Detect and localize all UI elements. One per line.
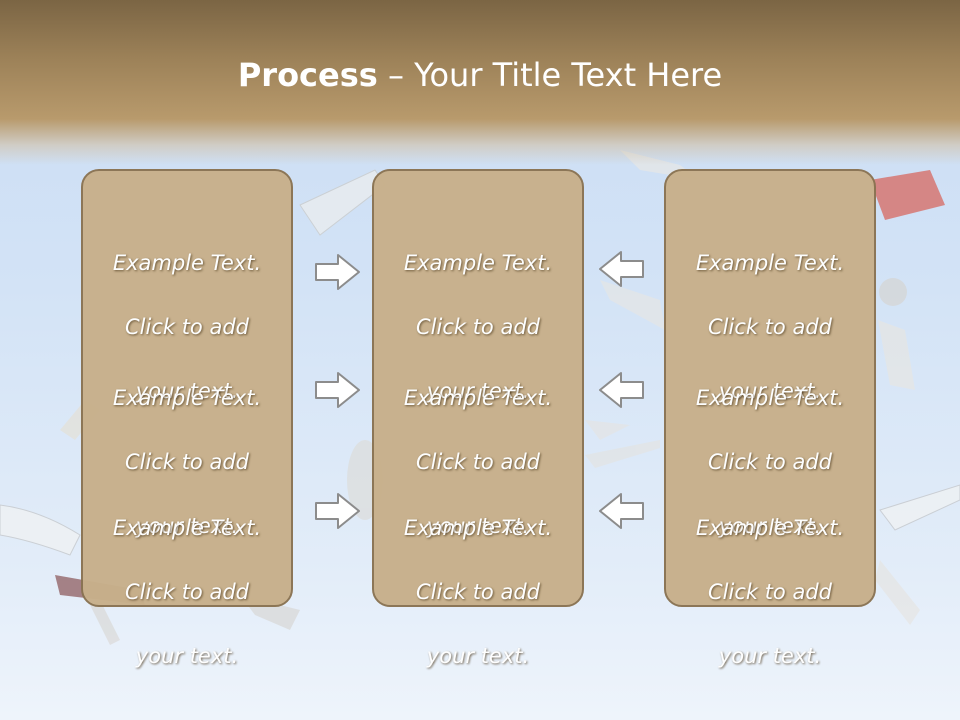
text-line: Example Text. — [695, 386, 845, 410]
text-placeholder[interactable]: Example Text. Click to add your text. — [666, 480, 874, 704]
text-line: Click to add — [415, 450, 540, 474]
text-line: Click to add — [124, 315, 249, 339]
text-line: Click to add — [415, 580, 540, 604]
left-arrow-icon[interactable] — [597, 249, 645, 289]
text-line: Example Text. — [403, 386, 553, 410]
text-line: your text. — [426, 514, 530, 538]
text-placeholder[interactable]: Example Text. Click to add your text. — [83, 480, 291, 704]
text-line: Example Text. — [112, 251, 262, 275]
slide-title[interactable]: Process – Your Title Text Here — [0, 54, 960, 96]
text-line: Click to add — [124, 580, 249, 604]
text-line: Example Text. — [403, 251, 553, 275]
text-line: Click to add — [415, 315, 540, 339]
text-placeholder[interactable]: Example Text. Click to add your text. — [666, 350, 874, 574]
text-placeholder[interactable]: Example Text. Click to add your text. — [374, 350, 582, 574]
text-line: Click to add — [707, 450, 832, 474]
text-line: your text. — [135, 644, 239, 668]
text-line: your text. — [718, 644, 822, 668]
right-arrow-icon[interactable] — [314, 252, 362, 292]
text-line: Example Text. — [695, 251, 845, 275]
text-line: your text. — [135, 514, 239, 538]
left-arrow-icon[interactable] — [597, 370, 645, 410]
text-placeholder[interactable]: Example Text. Click to add your text. — [666, 215, 874, 439]
title-rest-part: – Your Title Text Here — [377, 56, 723, 94]
text-line: your text. — [135, 379, 239, 403]
text-placeholder[interactable]: Example Text. Click to add your text. — [83, 215, 291, 439]
text-line: Click to add — [707, 580, 832, 604]
left-arrow-icon[interactable] — [597, 491, 645, 531]
text-line: your text. — [426, 644, 530, 668]
text-line: your text. — [718, 379, 822, 403]
text-line: Example Text. — [695, 516, 845, 540]
text-line: your text. — [426, 379, 530, 403]
text-line: Click to add — [124, 450, 249, 474]
text-placeholder[interactable]: Example Text. Click to add your text. — [83, 350, 291, 574]
right-arrow-icon[interactable] — [314, 370, 362, 410]
title-band — [0, 0, 960, 165]
text-line: Example Text. — [403, 516, 553, 540]
text-line: Click to add — [707, 315, 832, 339]
text-line: your text. — [718, 514, 822, 538]
right-process-box[interactable]: Example Text. Click to add your text. Ex… — [664, 169, 876, 668]
text-line: Example Text. — [112, 386, 262, 410]
left-process-box[interactable]: Example Text. Click to add your text. Ex… — [81, 169, 293, 668]
text-placeholder[interactable]: Example Text. Click to add your text. — [374, 215, 582, 439]
text-line: Example Text. — [112, 516, 262, 540]
right-arrow-icon[interactable] — [314, 491, 362, 531]
title-bold-part: Process — [237, 56, 378, 94]
text-placeholder[interactable]: Example Text. Click to add your text. — [374, 480, 582, 704]
center-process-box[interactable]: Example Text. Click to add your text. Ex… — [372, 169, 584, 668]
